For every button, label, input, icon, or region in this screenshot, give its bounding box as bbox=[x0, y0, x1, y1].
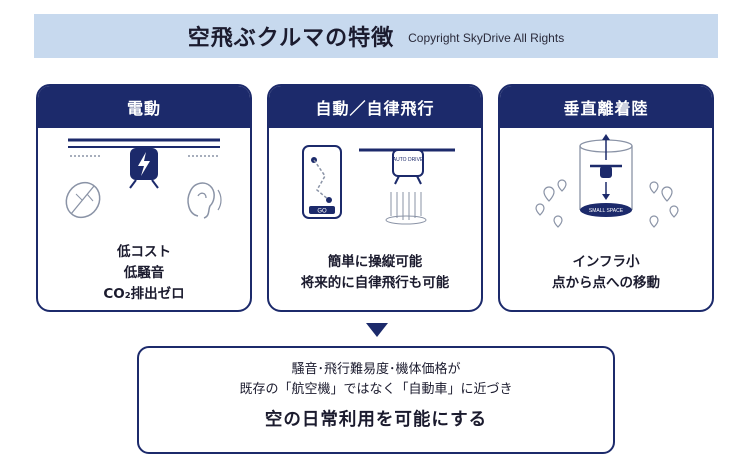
card-illustration: SMALL SPACE bbox=[535, 134, 679, 228]
conclusion-line-2: 既存の「航空機」ではなく「自動車」に近づき bbox=[239, 382, 513, 397]
ear-icon bbox=[187, 182, 222, 219]
card-line: 低コスト bbox=[117, 244, 171, 260]
auto-drive-label: AUTO DRIVE bbox=[393, 157, 424, 163]
card-description: 低コスト 低騒音 CO₂排出ゼロ bbox=[38, 242, 250, 305]
drone-electric-icon bbox=[68, 138, 220, 189]
auto-drive-drone-icon: AUTO DRIVE bbox=[359, 148, 455, 225]
feature-card-electric: 電動 低コスト 低騒音 CO₂排出ゼロ bbox=[36, 84, 252, 312]
card-illustration bbox=[65, 138, 222, 219]
go-button-label: GO bbox=[317, 209, 327, 215]
small-space-label: SMALL SPACE bbox=[589, 208, 624, 214]
leaf-icon bbox=[65, 181, 101, 219]
card-description: 簡単に操縦可能 将来的に自律飛行も可能 bbox=[269, 252, 481, 294]
conclusion-headline: 空の日常利用を可能にする bbox=[264, 410, 488, 430]
feature-card-vtol: 垂直離着陸 SMALL SPACE インフラ小 点から点への移 bbox=[498, 84, 714, 312]
smartphone-map-icon: GO bbox=[302, 145, 342, 219]
card-heading: 垂直離着陸 bbox=[500, 86, 712, 128]
conclusion-line-1: 騒音･飛行難易度･機体価格が bbox=[291, 362, 461, 377]
card-line: CO₂排出ゼロ bbox=[103, 286, 185, 302]
title-banner: 空飛ぶクルマの特徴 Copyright SkyDrive All Rights bbox=[34, 14, 718, 58]
card-line: 低騒音 bbox=[123, 265, 165, 281]
feature-card-autonomous: 自動／自律飛行 GO AUTO DRIVE 簡単に操縦可能 将来的に自律飛行も bbox=[267, 84, 483, 312]
card-heading: 自動／自律飛行 bbox=[269, 86, 481, 128]
card-illustration: GO AUTO DRIVE bbox=[302, 145, 455, 225]
card-line: インフラ小 bbox=[572, 254, 640, 270]
vertical-takeoff-icon: SMALL SPACE bbox=[579, 134, 633, 217]
copyright-text: Copyright SkyDrive All Rights bbox=[408, 31, 565, 45]
page-title: 空飛ぶクルマの特徴 bbox=[187, 26, 395, 51]
card-line: 簡単に操縦可能 bbox=[327, 254, 423, 270]
card-description: インフラ小 点から点への移動 bbox=[500, 252, 712, 294]
card-line: 点から点への移動 bbox=[552, 275, 660, 291]
down-arrow-icon bbox=[366, 323, 388, 337]
card-heading: 電動 bbox=[38, 86, 250, 128]
location-pin-icon bbox=[535, 179, 679, 228]
conclusion-box: 騒音･飛行難易度･機体価格が 既存の「航空機」ではなく「自動車」に近づき 空の日… bbox=[137, 346, 615, 454]
card-line: 将来的に自律飛行も可能 bbox=[300, 275, 450, 291]
